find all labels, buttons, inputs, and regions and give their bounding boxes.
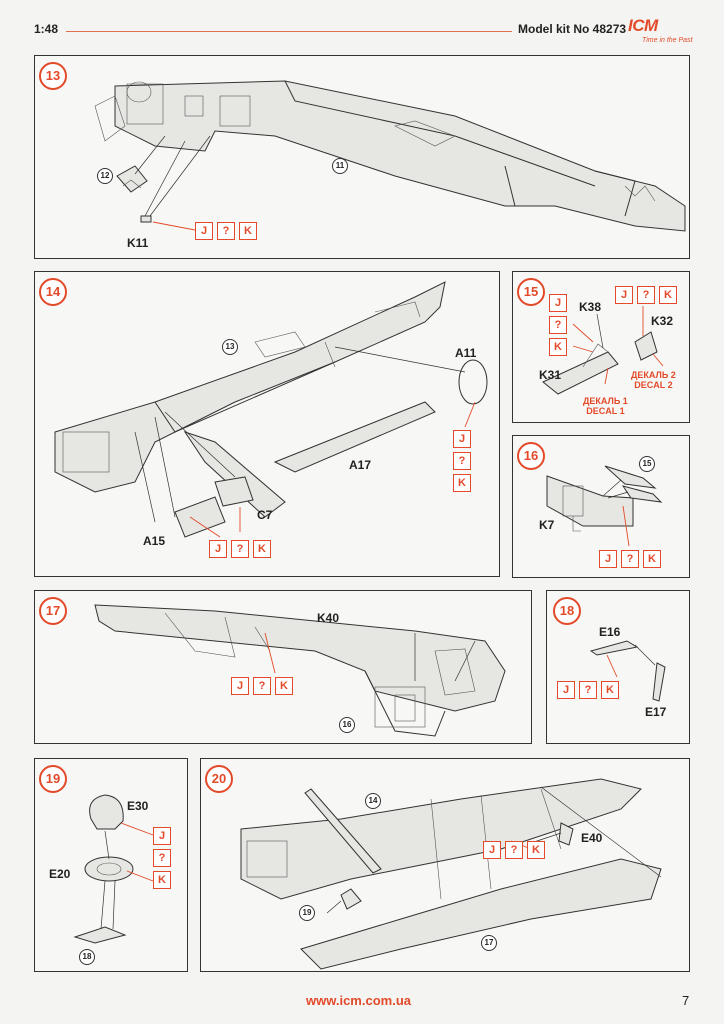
paint-box-k: K (549, 338, 567, 356)
part-c7: C7 (257, 508, 273, 522)
paint-box-unknown: ? (505, 841, 523, 859)
part-k31: K31 (539, 368, 562, 382)
paint-box-j: J (153, 827, 171, 845)
paint-box-j: J (231, 677, 249, 695)
step-13-number: 13 (39, 62, 67, 90)
part-e20: E20 (49, 867, 71, 881)
part-e17: E17 (645, 705, 667, 719)
icm-logo: ICM Time in the Past (628, 16, 693, 50)
step-16-drawing (546, 465, 663, 547)
part-k38: K38 (579, 300, 602, 314)
paint-box-unknown: ? (153, 849, 171, 867)
paint-box-k: K (153, 871, 171, 889)
paint-box-j: J (599, 550, 617, 568)
scale-label: 1:48 (34, 22, 59, 36)
step-14-number: 14 (39, 278, 67, 306)
step-18-panel: 18 E16 J ? K E17 (546, 590, 690, 744)
part-a15: A15 (143, 534, 166, 548)
step-16-number: 16 (517, 442, 545, 470)
paint-box-j: J (209, 540, 227, 558)
callout-18: 18 (79, 949, 95, 965)
logo-tagline: Time in the Past (642, 37, 693, 44)
paint-box-unknown: ? (253, 677, 271, 695)
paint-box-unknown: ? (217, 222, 235, 240)
callout-14: 14 (365, 793, 381, 809)
paint-box-j: J (195, 222, 213, 240)
callout-17: 17 (481, 935, 497, 951)
step-17-number: 17 (39, 597, 67, 625)
paint-box-j: J (549, 294, 567, 312)
step-18-drawing (589, 640, 666, 702)
kit-number: Model kit No 48273 (518, 22, 627, 36)
logo-text: ICM (628, 16, 658, 35)
callout-13: 13 (222, 339, 238, 355)
part-k40: K40 (317, 611, 340, 625)
paint-box-k: K (643, 550, 661, 568)
step-15-panel: 15 J ? K K38 J ? K K32 K31 ДЕКАЛЬ 2 DECA… (512, 271, 690, 423)
step-15-drawing (542, 306, 664, 395)
step-20-number: 20 (205, 765, 233, 793)
callout-19: 19 (299, 905, 315, 921)
step-18-number: 18 (553, 597, 581, 625)
part-k7: K7 (539, 518, 555, 532)
step-14-drawing (54, 281, 488, 538)
paint-box-unknown: ? (621, 550, 639, 568)
paint-box-unknown: ? (637, 286, 655, 304)
callout-12: 12 (97, 168, 113, 184)
step-17-panel: 17 K40 J ? K 16 (34, 590, 532, 744)
callout-15: 15 (639, 456, 655, 472)
paint-box-j: J (483, 841, 501, 859)
part-k11: K11 (127, 236, 149, 250)
page-number: 7 (682, 993, 690, 1008)
paint-box-k: K (601, 681, 619, 699)
part-a11: A11 (455, 346, 477, 360)
step-15-number: 15 (517, 278, 545, 306)
step-17-drawing (94, 604, 506, 737)
decal-1-ru: ДЕКАЛЬ 1 (583, 396, 628, 406)
step-13-panel: 13 12 11 K11 J ? K (34, 55, 690, 259)
part-k32: K32 (651, 314, 674, 328)
paint-box-k: K (275, 677, 293, 695)
step-13-drawing (94, 80, 686, 232)
paint-box-unknown: ? (579, 681, 597, 699)
paint-box-unknown: ? (549, 316, 567, 334)
callout-11: 11 (332, 158, 348, 174)
decal-2-en: DECAL 2 (634, 380, 673, 390)
decal-1-en: DECAL 1 (586, 406, 625, 416)
paint-box-unknown: ? (453, 452, 471, 470)
callout-16: 16 (339, 717, 355, 733)
footer-url[interactable]: www.icm.com.ua (306, 993, 411, 1008)
part-e40: E40 (581, 831, 603, 845)
step-20-panel: 20 14 J ? K E40 19 17 (200, 758, 690, 972)
decal-1-label: ДЕКАЛЬ 1 DECAL 1 (583, 396, 628, 416)
step-19-panel: 19 E30 J ? K E20 18 (34, 758, 188, 972)
part-a17: A17 (349, 458, 372, 472)
part-e16: E16 (599, 625, 621, 639)
part-e30: E30 (127, 799, 149, 813)
paint-box-k: K (239, 222, 257, 240)
step-19-drawing (73, 794, 154, 944)
paint-box-k: K (659, 286, 677, 304)
header-rule (66, 31, 512, 32)
paint-box-k: K (253, 540, 271, 558)
step-19-number: 19 (39, 765, 67, 793)
paint-box-k: K (527, 841, 545, 859)
step-16-panel: 16 15 K7 J ? K (512, 435, 690, 578)
paint-box-j: J (557, 681, 575, 699)
paint-box-unknown: ? (231, 540, 249, 558)
step-14-panel: 14 13 A11 J ? K A17 C7 A15 J ? K (34, 271, 500, 577)
decal-2-ru: ДЕКАЛЬ 2 (631, 370, 676, 380)
paint-box-j: J (453, 430, 471, 448)
decal-2-label: ДЕКАЛЬ 2 DECAL 2 (631, 370, 676, 390)
step-20-drawing (240, 778, 662, 970)
paint-box-k: K (453, 474, 471, 492)
paint-box-j: J (615, 286, 633, 304)
